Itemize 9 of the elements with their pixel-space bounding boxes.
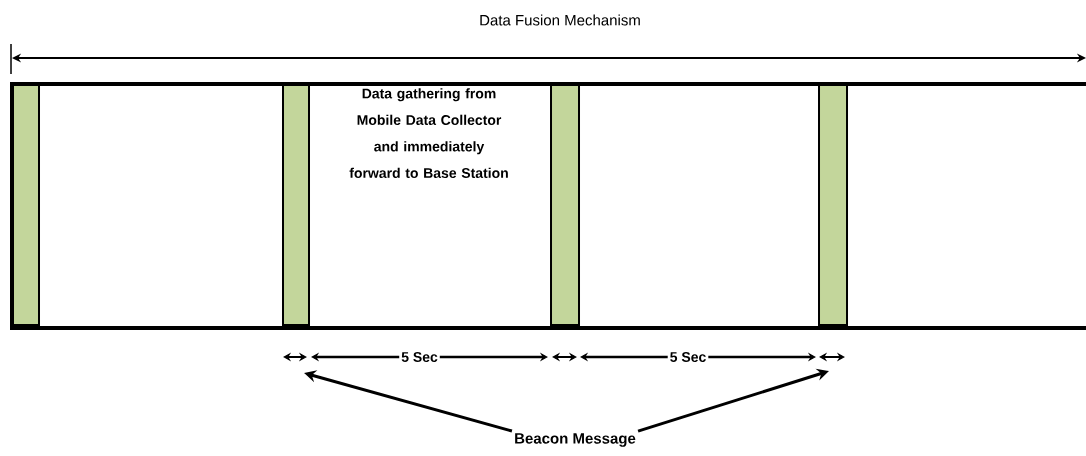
interval-label: 5 Sec <box>401 352 438 362</box>
interval-label: 5 Sec <box>670 352 706 362</box>
beacon-slot <box>12 84 40 326</box>
beacon-label: Beacon Message <box>515 433 636 447</box>
slot-description: Data gathering from Mobile Data Collector and immediately forward to Base Station <box>349 88 508 178</box>
beacon-slot <box>282 84 310 326</box>
beacon-slot <box>550 84 580 326</box>
title: Data Fusion Mechanism <box>480 14 640 26</box>
beacon-slot <box>818 84 848 326</box>
